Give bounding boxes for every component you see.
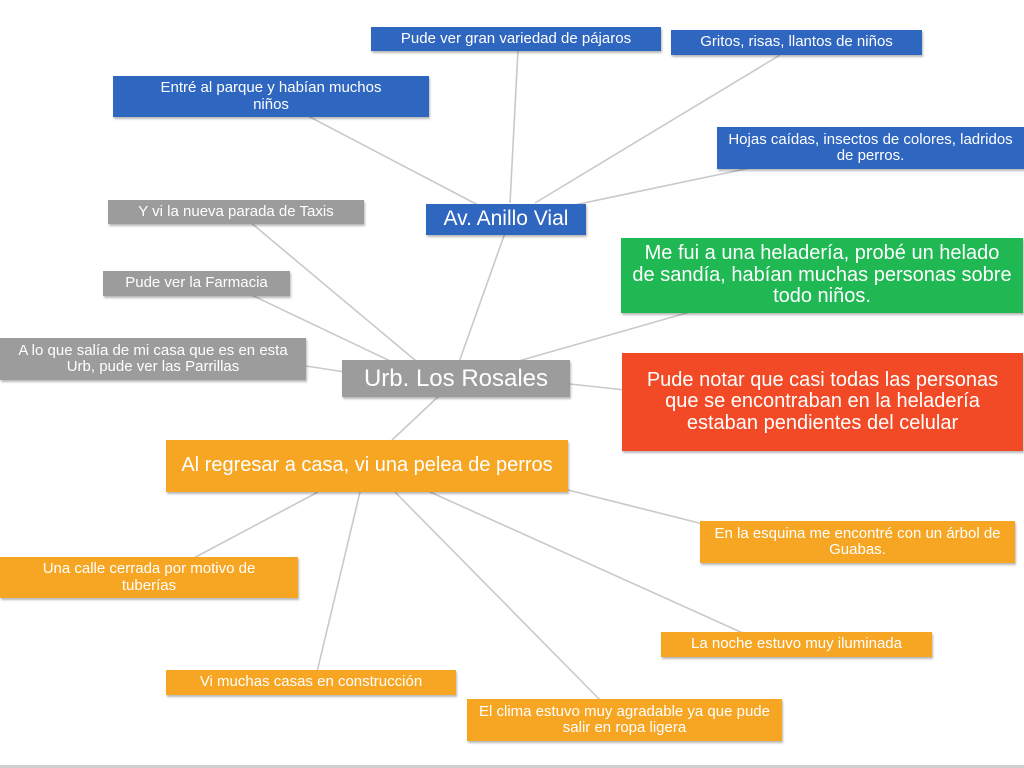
connector-center-pelea	[391, 394, 441, 441]
connector-pelea-noche	[429, 491, 746, 635]
node-clima-label: El clima estuvo muy agradable ya que pud…	[478, 702, 770, 736]
node-celular-label: Pude notar que casi todas las personas q…	[646, 368, 999, 434]
connector-pelea-clima	[394, 491, 601, 701]
connector-anillo-parque	[307, 115, 479, 206]
node-hojas[interactable]: Hojas caídas, insectos de colores, ladri…	[717, 127, 1024, 169]
node-gritos[interactable]: Gritos, risas, llantos de niños	[671, 30, 922, 55]
connector-anillo-hojas	[559, 167, 751, 209]
node-celular[interactable]: Pude notar que casi todas las personas q…	[622, 353, 1023, 451]
node-noche[interactable]: La noche estuvo muy iluminada	[661, 632, 932, 657]
node-av-anillo-vial-label: Av. Anillo Vial	[443, 207, 569, 231]
node-parrillas-label: A lo que salía de mi casa que es en esta…	[18, 341, 288, 375]
connector-center-celular	[569, 383, 626, 391]
node-pajaros[interactable]: Pude ver gran variedad de pájaros	[371, 27, 661, 51]
connector-center-farmacia	[244, 291, 406, 369]
node-heladeria[interactable]: Me fui a una heladería, probé un helado …	[621, 238, 1023, 313]
connector-center-parrillas	[305, 365, 346, 373]
connector-anillo-gritos	[534, 54, 781, 204]
bottom-border	[0, 765, 1024, 768]
connector-pelea-calle	[189, 491, 319, 561]
node-taxis-label: Y vi la nueva parada de Taxis	[138, 202, 334, 220]
node-hojas-label: Hojas caídas, insectos de colores, ladri…	[728, 130, 1013, 164]
node-farmacia[interactable]: Pude ver la Farmacia	[103, 271, 290, 296]
node-parque[interactable]: Entré al parque y habían muchos niños	[113, 76, 429, 117]
connectors-anillo	[307, 49, 781, 209]
node-guabas[interactable]: En la esquina me encontré con un árbol d…	[700, 521, 1015, 563]
node-calle[interactable]: Una calle cerrada por motivo de tuberías	[0, 557, 298, 598]
node-guabas-label: En la esquina me encontré con un árbol d…	[714, 524, 1001, 558]
connector-center-anillo	[457, 232, 506, 366]
node-pajaros-label: Pude ver gran variedad de pájaros	[400, 29, 632, 47]
connector-anillo-pajaros	[509, 49, 519, 204]
node-gritos-label: Gritos, risas, llantos de niños	[700, 33, 893, 51]
node-parrillas[interactable]: A lo que salía de mi casa que es en esta…	[0, 338, 306, 380]
node-casas-label: Vi muchas casas en construcción	[199, 673, 423, 691]
node-taxis[interactable]: Y vi la nueva parada de Taxis	[108, 200, 364, 224]
connector-center-heladeria	[514, 311, 691, 363]
connectors-pelea	[189, 489, 746, 701]
node-noche-label: La noche estuvo muy iluminada	[691, 635, 902, 653]
connector-pelea-guabas	[567, 489, 704, 525]
connector-pelea-casas	[316, 491, 361, 673]
node-urb-los-rosales[interactable]: Urb. Los Rosales	[342, 360, 570, 397]
node-casas[interactable]: Vi muchas casas en construcción	[166, 670, 456, 695]
node-pelea-label: Al regresar a casa, vi una pelea de perr…	[181, 454, 553, 477]
node-farmacia-label: Pude ver la Farmacia	[125, 274, 268, 292]
connector-center-taxis	[249, 221, 423, 367]
node-clima[interactable]: El clima estuvo muy agradable ya que pud…	[467, 699, 782, 741]
node-calle-label: Una calle cerrada por motivo de tuberías	[42, 560, 256, 594]
node-heladeria-label: Me fui a una heladería, probé un helado …	[632, 242, 1012, 308]
node-parque-label: Entré al parque y habían muchos niños	[160, 79, 382, 113]
connectors-center	[244, 221, 691, 441]
node-av-anillo-vial[interactable]: Av. Anillo Vial	[426, 204, 586, 235]
node-urb-los-rosales-label: Urb. Los Rosales	[363, 364, 549, 392]
node-pelea[interactable]: Al regresar a casa, vi una pelea de perr…	[166, 440, 568, 492]
